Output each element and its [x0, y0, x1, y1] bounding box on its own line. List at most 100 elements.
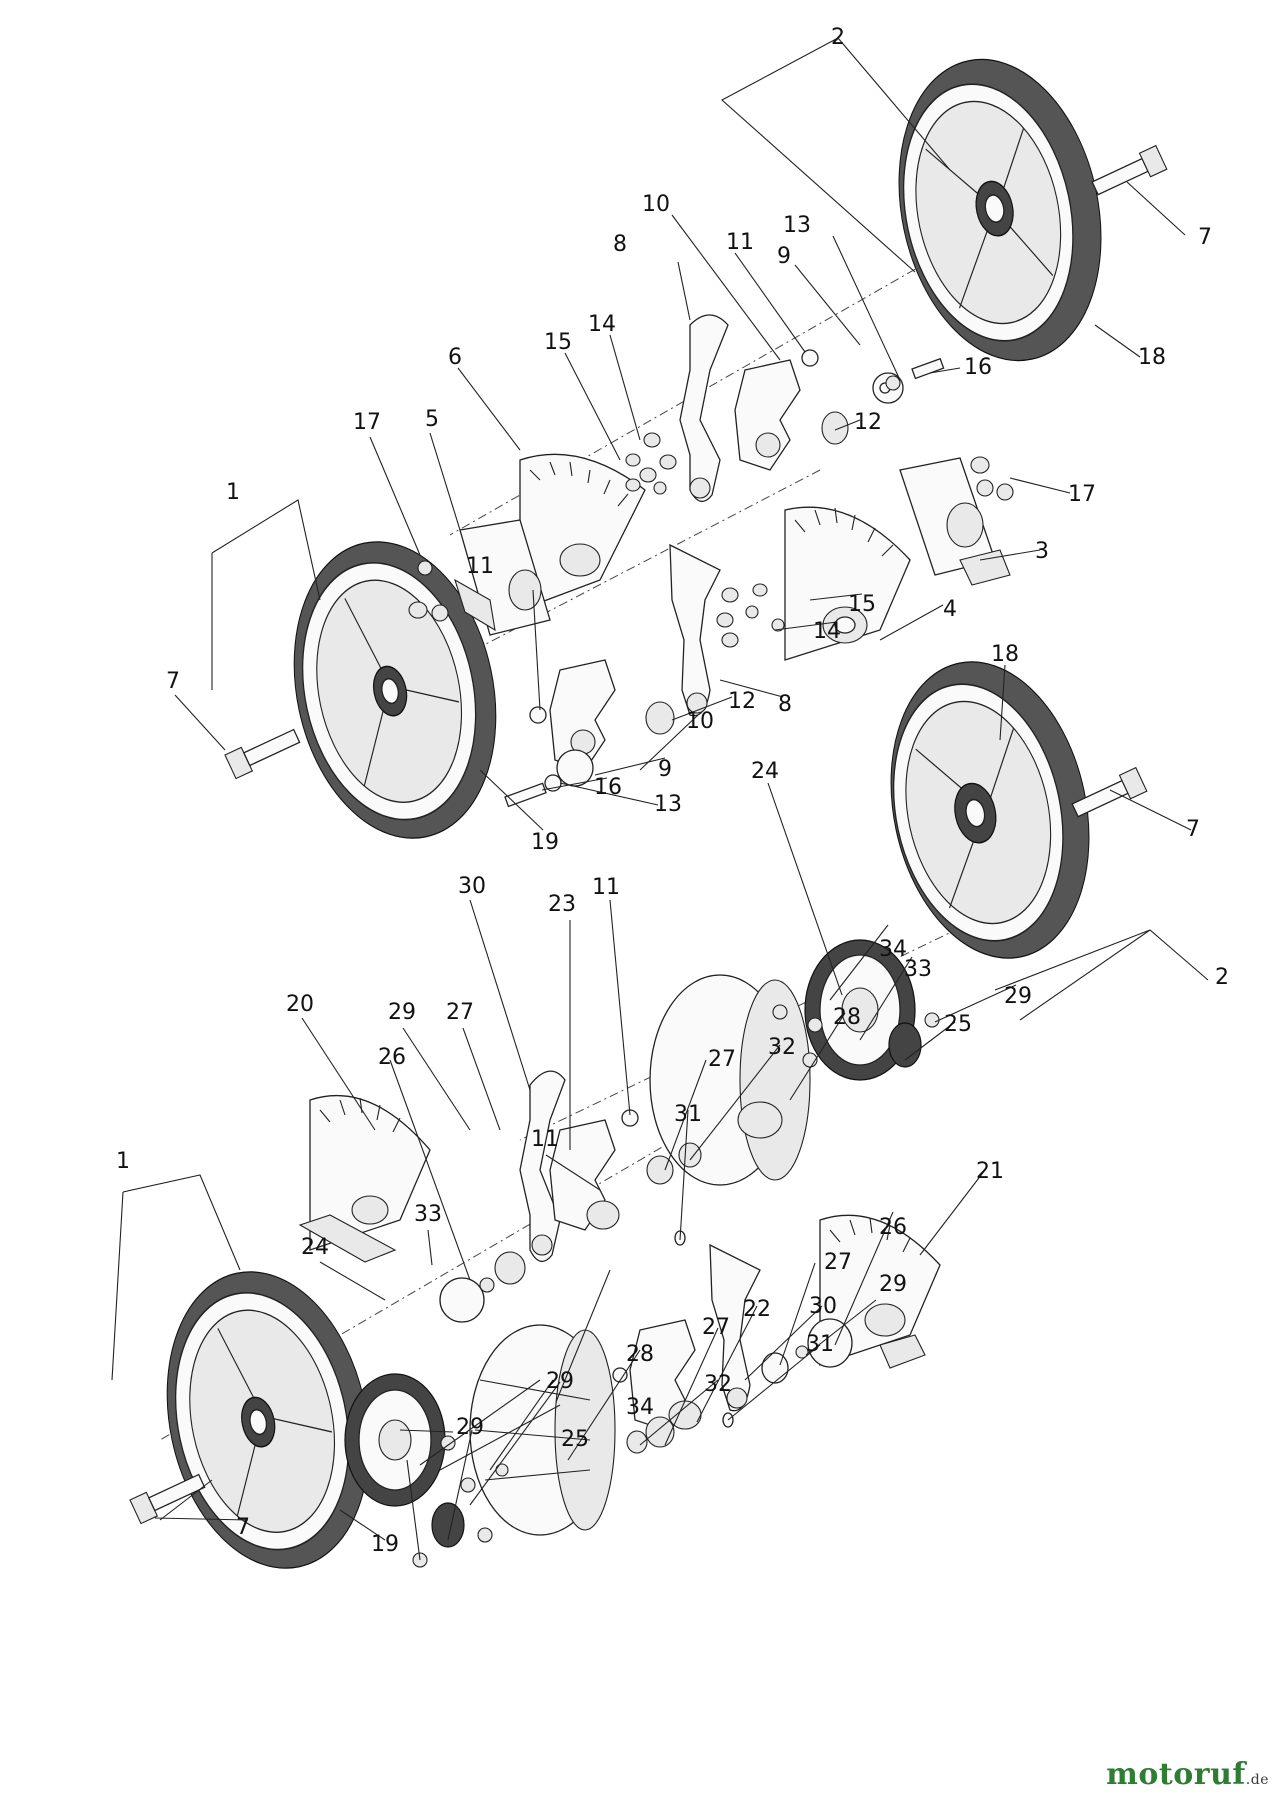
gear-cover-28-top: [649, 974, 811, 1186]
callout-22: 22: [743, 1297, 771, 1322]
callout-28: 28: [833, 1005, 861, 1030]
callout-7: 7: [1198, 225, 1212, 250]
callout-27: 27: [702, 1315, 730, 1340]
callout-5: 5: [425, 407, 439, 432]
adjuster-plate-10-mid: [549, 659, 616, 771]
callout-7: 7: [166, 669, 180, 694]
height-bracket-6: [519, 453, 646, 611]
drive-gear-24-bottom: [344, 1373, 446, 1507]
height-bracket-21: [819, 1214, 941, 1369]
callout-6: 6: [448, 345, 462, 370]
lever-8-top: [679, 314, 729, 502]
callout-9: 9: [658, 757, 672, 782]
adjuster-plate-22: [629, 1319, 702, 1431]
callout-23: 23: [548, 892, 576, 917]
callout-29: 29: [1004, 984, 1032, 1009]
callout-17: 17: [1068, 482, 1096, 507]
callout-15: 15: [544, 330, 572, 355]
callout-8: 8: [613, 232, 627, 257]
callout-10: 10: [686, 709, 714, 734]
callout-31: 31: [806, 1332, 834, 1357]
callout-29: 29: [879, 1272, 907, 1297]
callout-27: 27: [824, 1250, 852, 1275]
height-bracket-20: [298, 1094, 431, 1263]
callout-7: 7: [236, 1515, 250, 1540]
callout-2: 2: [1215, 965, 1229, 990]
callout-4: 4: [943, 597, 957, 622]
callout-24: 24: [751, 759, 779, 784]
callout-25: 25: [944, 1012, 972, 1037]
callout-labels: 2 7 10 11 13 9 8 14 15 16 18 6 12 17 5 1…: [116, 25, 1229, 1557]
brand-name: motoruf: [1106, 1757, 1246, 1792]
callout-25: 25: [561, 1427, 589, 1452]
callout-27: 27: [708, 1047, 736, 1072]
wheel-top-right: [898, 58, 1102, 362]
lever-30-bottom: [709, 1243, 761, 1412]
callout-29: 29: [546, 1369, 574, 1394]
brand-watermark: motoruf.de: [1106, 1757, 1269, 1792]
drive-gear-24-top: [804, 939, 916, 1081]
callout-10: 10: [642, 192, 670, 217]
adjuster-plate-23: [549, 1119, 620, 1231]
callout-12: 12: [728, 689, 756, 714]
lever-8-mid: [669, 543, 721, 717]
axle-bolt-right: [1071, 766, 1148, 818]
callout-18: 18: [1138, 345, 1166, 370]
callout-19: 19: [371, 1532, 399, 1557]
callout-16: 16: [594, 775, 622, 800]
callout-3: 3: [1035, 539, 1049, 564]
callout-11: 11: [531, 1127, 559, 1152]
pinion-gear-25-bottom: [431, 1502, 465, 1548]
callout-33: 33: [904, 957, 932, 982]
callout-1: 1: [116, 1149, 130, 1174]
axle-bolt-bottom: [129, 1473, 206, 1525]
callout-30: 30: [809, 1294, 837, 1319]
callout-26: 26: [378, 1045, 406, 1070]
callout-28: 28: [626, 1342, 654, 1367]
leader-lines: [111, 37, 1209, 1561]
axle-bolt-top: [1091, 144, 1168, 196]
callout-27: 27: [446, 1000, 474, 1025]
wheel-middle-right: [890, 661, 1090, 959]
callout-2: 2: [831, 25, 845, 50]
callout-17: 17: [353, 410, 381, 435]
gear-cover-28-bottom: [469, 1324, 616, 1536]
callout-34: 34: [879, 937, 907, 962]
callout-9: 9: [777, 244, 791, 269]
callout-19: 19: [531, 830, 559, 855]
callout-13: 13: [654, 792, 682, 817]
callout-29: 29: [456, 1415, 484, 1440]
pinion-gear-25-top: [888, 1022, 922, 1068]
callout-31: 31: [674, 1102, 702, 1127]
brand-tld: .de: [1245, 1772, 1269, 1788]
mount-plate-3: [899, 457, 1011, 586]
callout-16: 16: [964, 355, 992, 380]
callout-11: 11: [466, 554, 494, 579]
callout-13: 13: [783, 213, 811, 238]
callout-32: 32: [704, 1372, 732, 1397]
callout-18: 18: [991, 642, 1019, 667]
callout-7: 7: [1186, 817, 1200, 842]
callout-1: 1: [226, 480, 240, 505]
callout-26: 26: [879, 1215, 907, 1240]
callout-8: 8: [778, 692, 792, 717]
height-bracket-4: [784, 506, 911, 661]
callout-20: 20: [286, 992, 314, 1017]
axle-bolt-left: [224, 728, 301, 780]
callout-11: 11: [592, 875, 620, 900]
callout-14: 14: [813, 619, 841, 644]
callout-14: 14: [588, 312, 616, 337]
callout-15: 15: [848, 592, 876, 617]
mount-plate-5: [454, 519, 551, 636]
callout-24: 24: [301, 1235, 329, 1260]
callout-34: 34: [626, 1395, 654, 1420]
callout-21: 21: [976, 1159, 1004, 1184]
callout-32: 32: [768, 1035, 796, 1060]
callout-33: 33: [414, 1202, 442, 1227]
callout-30: 30: [458, 874, 486, 899]
callout-29: 29: [388, 1000, 416, 1025]
wheel-bottom-left: [166, 1271, 370, 1569]
callout-12: 12: [854, 410, 882, 435]
